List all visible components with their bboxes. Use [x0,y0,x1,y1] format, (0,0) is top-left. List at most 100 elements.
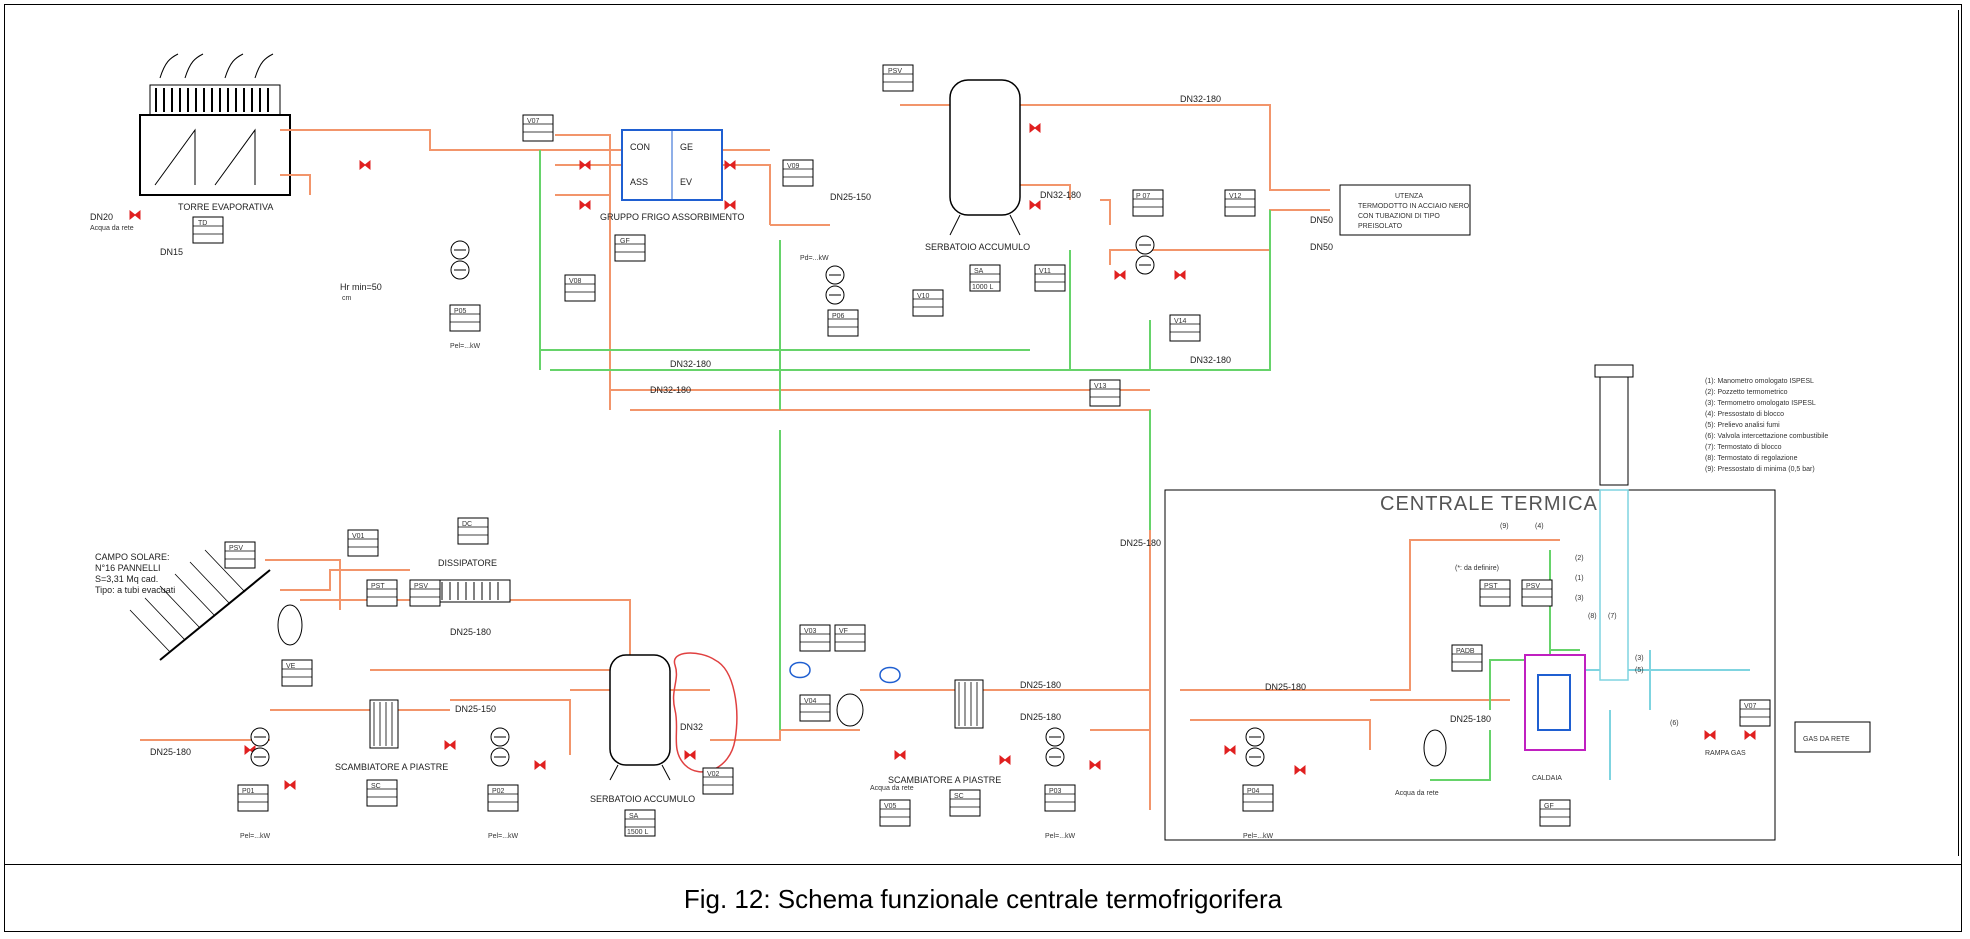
storage-tank-1: SERBATOIO ACCUMULO SA 1000 L PSV [882,64,1030,292]
pipe-label-8: DN50 [1310,242,1333,252]
solar-line-1: CAMPO SOLARE: [95,552,170,562]
tag-padb: PADB [1456,648,1475,655]
tag-v08: V08 [569,278,582,285]
p02-pel: Pel=...kW [488,833,519,840]
flexible-loop [672,652,901,773]
plate-exchanger-2: SCAMBIATORE A PIASTRE SC VF [834,624,1001,817]
legend-9: (9): Pressostato di minima (0,5 bar) [1705,466,1815,473]
tag-p03: P03 [1049,788,1062,795]
tag-psv-1: PSV [888,68,902,75]
pumps-top: P05 Pel=...kW P06 Pd=...kW P 07 Hr min=5… [340,189,1164,350]
mark-4: (4) [1535,523,1544,530]
pipe-label-12: DN25-150 [455,704,496,714]
tag-p05: P05 [454,308,467,315]
chiller-con: CON [630,142,650,152]
pipe-label-15: DN25-180 [1020,712,1061,722]
tag-v04: V04 [804,698,817,705]
caption-cell: Fig. 12: Schema funzionale centrale term… [4,864,1962,933]
chiller-ev: EV [680,177,692,187]
gas-ramp-label: RAMPA GAS [1705,750,1746,757]
utility-line-3: CON TUBAZIONI DI TIPO [1358,213,1440,220]
legend: (1): Manometro omologato ISPESL (2): Poz… [1705,378,1828,473]
hydraulic-schematic: TORRE EVAPORATIVA TD [90,53,1871,841]
tag-v12: V12 [1229,193,1242,200]
gas-pipes [1570,650,1750,780]
pipe-label-19: DN32 [680,722,703,732]
solar-line-2: N°16 PANNELLI [95,563,160,573]
gas-supply-box: GAS DA RETE [1794,721,1871,753]
tbd-note: (*: da definire) [1455,565,1499,572]
pipe-label-10: DN15 [160,247,183,257]
water-supply-1: Acqua da rete [90,225,134,232]
tag-ve: VE [286,663,296,670]
mark-1: (1) [1575,575,1584,582]
pipe-label-4: DN32-180 [670,359,711,369]
mark-3b: (3) [1635,655,1644,662]
tag-p01: P01 [242,788,255,795]
tag-v01: V01 [352,533,365,540]
legend-8: (8): Termostato di regolazione [1705,455,1798,462]
mark-2: (2) [1575,555,1584,562]
pumps-bottom: P01 Pel=...kW P02 Pel=...kW P03 Pel=...k… [237,624,1274,840]
tag-td: TD [198,220,207,227]
valve-tags-top: V07 V08 V09 V10 V11 V12 V13 V14 [522,114,1256,407]
cooling-tower: TORRE EVAPORATIVA TD [139,53,291,244]
boiler-label: CALDAIA [1532,775,1562,782]
exchanger-1-label: SCAMBIATORE A PIASTRE [335,762,448,772]
chiller-label: GRUPPO FRIGO ASSORBIMENTO [600,212,744,222]
gas-supply-label: GAS DA RETE [1803,736,1850,743]
tag-vf: VF [839,628,848,635]
dissipator-label: DISSIPATORE [438,558,497,568]
legend-1: (1): Manometro omologato ISPESL [1705,378,1814,385]
cooling-tower-label: TORRE EVAPORATIVA [178,202,273,212]
pipe-label-6: DN32-180 [1190,355,1231,365]
tag-v10: V10 [917,293,930,300]
tag-psv-3: PSV [229,545,243,552]
p04-pel: Pel=...kW [1243,833,1274,840]
pipe-labels-bottom: DN25-180 DN25-150 DN25-180 DN25-180 DN25… [150,538,1491,797]
pipe-label-16: DN25-180 [1265,682,1306,692]
absorption-chiller: CON GE ASS EV GRUPPO FRIGO ASSORBIMENTO … [600,129,744,262]
tank-2-volume: 1500 L [627,829,649,836]
pipe-label-5: DN32-180 [650,385,691,395]
pipe-label-17: DN25-180 [1450,714,1491,724]
pipe-label-13: DN25-180 [150,747,191,757]
p06-pd: Pd=...kW [800,255,829,262]
p05-pel: Pel=...kW [450,343,481,350]
tag-p02: P02 [492,788,505,795]
p01-pel: Pel=...kW [240,833,271,840]
pipe-label-2: DN32-180 [1040,190,1081,200]
solar-line-3: S=3,31 Mq cad. [95,574,158,584]
tag-sc-1: SC [371,783,381,790]
tank-1-label: SERBATOIO ACCUMULO [925,242,1030,252]
pipe-label-9: DN20 [90,212,113,222]
pipe-label-18: DN25-180 [1120,538,1161,548]
mark-3a: (3) [1575,595,1584,602]
tag-v09: V09 [787,163,800,170]
pipe-label-7: DN50 [1310,215,1333,225]
boiler-room-title: CENTRALE TERMICA [1380,493,1598,515]
legend-4: (4): Pressostato di blocco [1705,411,1784,418]
pipe-label-14: DN25-180 [1020,680,1061,690]
boiler-room: CENTRALE TERMICA CALDAIA GF PADB PST PSV… [1164,364,1776,841]
pipe-label-3: DN25-150 [830,192,871,202]
mark-8: (8) [1588,613,1597,620]
storage-tank-2: SERBATOIO ACCUMULO SA 1500 L [590,654,695,837]
tag-v13: V13 [1094,383,1107,390]
tag-pst-2: PST [1484,583,1498,590]
utility-line-2: TERMODOTTO IN ACCIAIO NERO [1358,203,1470,210]
pipe-label-1: DN32-180 [1180,94,1221,104]
tag-psv-4: PSV [1526,583,1540,590]
solar-line-4: Tipo: a tubi evacuati [95,585,175,595]
mark-9: (9) [1500,523,1509,530]
tag-v02: V02 [707,771,720,778]
tag-psv-2: PSV [414,583,428,590]
tag-v05: V05 [884,803,897,810]
tag-dc: DC [462,521,472,528]
utility-box: UTENZA TERMODOTTO IN ACCIAIO NERO CON TU… [1339,184,1471,236]
legend-6: (6): Valvola intercettazione combustibil… [1705,433,1828,440]
figure-frame [4,4,1962,932]
legend-7: (7): Termostato di blocco [1705,444,1782,451]
mark-7: (7) [1608,613,1617,620]
tag-v03: V03 [804,628,817,635]
